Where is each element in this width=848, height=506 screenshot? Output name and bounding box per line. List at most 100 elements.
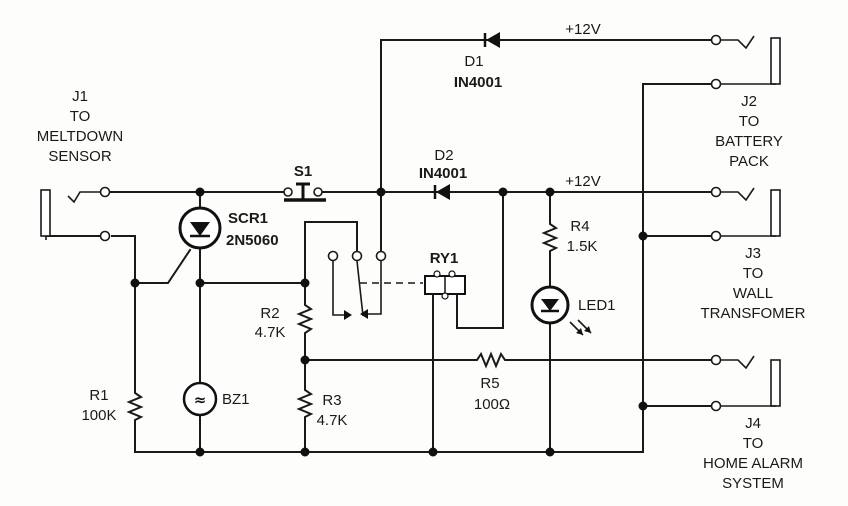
wire-contact-nc: [332, 261, 344, 316]
connector-j4: J4 TO HOME ALARM SYSTEM: [703, 354, 803, 492]
junction: [545, 187, 555, 197]
j1-line3: SENSOR: [48, 148, 112, 165]
wire-relay-coil-b: [456, 191, 504, 329]
contact-arrow: [360, 309, 368, 319]
junction: [300, 278, 310, 288]
scr1-value: 2N5060: [226, 232, 279, 249]
j3-ref: J3: [745, 245, 761, 262]
junction: [638, 231, 648, 241]
junction: [545, 447, 555, 457]
wire-contact-no: [368, 261, 382, 315]
junction: [300, 355, 310, 365]
scr-triangle: [190, 222, 210, 236]
scr1: SCR1 2N5060: [178, 206, 279, 250]
switch-arm: [356, 260, 364, 317]
junction: [498, 187, 508, 197]
relay-terminal-common: [351, 250, 363, 262]
resistor-zigzag: [126, 389, 144, 423]
terminal: [99, 186, 111, 198]
diode-d2: D2 IN4001: [419, 147, 467, 200]
resistor-zigzag: [296, 384, 314, 421]
wire-j1-lower-b: [111, 235, 136, 284]
junction: [638, 401, 648, 411]
buzzer-symbol-icon: ≈: [194, 391, 207, 409]
relay-ry1: RY1: [327, 250, 466, 320]
j4-line3: SYSTEM: [722, 475, 784, 492]
r1-ref: R1: [89, 387, 108, 404]
connector-j1: J1 TO MELTDOWN SENSOR: [37, 88, 123, 242]
switch-s1: S1: [283, 163, 326, 202]
d2-ref: D2: [434, 147, 453, 164]
jack-body: [770, 359, 781, 407]
switch-actuator: [296, 182, 310, 200]
relay-terminal-nc: [327, 250, 339, 262]
jack-tip-spring: [721, 35, 755, 50]
terminal: [710, 78, 722, 90]
r3-ref: R3: [322, 392, 341, 409]
jack-tip-spring: [67, 191, 100, 204]
d1-value: IN4001: [454, 74, 502, 91]
ry1-ref: RY1: [430, 250, 459, 267]
led1: LED1: [530, 285, 616, 336]
relay-terminal-no: [375, 250, 387, 262]
terminal: [710, 34, 722, 46]
scr1-ref: SCR1: [228, 210, 268, 227]
terminal: [710, 354, 722, 366]
resistor-r1: R1 100K: [81, 387, 144, 424]
j3-line1: TO: [743, 265, 764, 282]
resistor-zigzag: [472, 351, 508, 369]
resistor-r5: R5 100Ω: [472, 351, 510, 413]
terminal: [283, 187, 293, 197]
rail-mid-label: +12V: [565, 173, 600, 190]
diode-d1: D1 IN4001: [454, 32, 502, 91]
junction: [195, 278, 205, 288]
j3-line2: WALL: [733, 285, 773, 302]
wire-ground-bottom: [134, 421, 644, 453]
rail-top-label: +12V: [565, 21, 600, 38]
d2-value: IN4001: [419, 165, 467, 182]
j2-ref: J2: [741, 93, 757, 110]
bz1-ref: BZ1: [222, 391, 250, 408]
relay-pin: [448, 270, 456, 278]
wire-relay-common: [304, 221, 358, 254]
resistor-r3: R3 4.7K: [296, 384, 347, 429]
j4-line2: HOME ALARM: [703, 455, 803, 472]
j2-line1: TO: [739, 113, 760, 130]
s1-ref: S1: [294, 163, 312, 180]
r5-ref: R5: [480, 375, 499, 392]
jack-body: [770, 37, 781, 85]
connector-j3: J3 TO WALL TRANSFOMER: [701, 186, 806, 322]
jack-tip-spring: [721, 355, 755, 370]
relay-pin: [441, 292, 449, 300]
resistor-r2: R2 4.7K: [255, 299, 314, 341]
junction: [130, 278, 140, 288]
r4-ref: R4: [570, 218, 589, 235]
junction: [376, 187, 386, 197]
terminal: [710, 186, 722, 198]
led-triangle: [541, 299, 559, 311]
diode-triangle: [486, 32, 500, 48]
d1-ref: D1: [464, 53, 483, 70]
connector-j2: J2 TO BATTERY PACK: [710, 34, 783, 170]
j3-line3: TRANSFOMER: [701, 305, 806, 322]
j1-ref: J1: [72, 88, 88, 105]
j2-line2: BATTERY: [715, 133, 783, 150]
junction: [428, 447, 438, 457]
r2-ref: R2: [260, 305, 279, 322]
r1-value: 100K: [81, 407, 116, 424]
j4-ref: J4: [745, 415, 761, 432]
r5-value: 100Ω: [474, 396, 510, 413]
resistor-zigzag: [541, 221, 559, 253]
relay-pin: [433, 270, 441, 278]
junction: [195, 447, 205, 457]
wires: [45, 39, 717, 453]
junction: [300, 447, 310, 457]
resistor-r4: R4 1.5K: [541, 218, 598, 255]
r4-value: 1.5K: [567, 238, 598, 255]
r2-value: 4.7K: [255, 324, 286, 341]
buzzer-body: [182, 381, 218, 417]
contact-arrow: [344, 310, 352, 320]
j1-line1: TO: [70, 108, 91, 125]
led-arrowheads: [576, 326, 591, 335]
